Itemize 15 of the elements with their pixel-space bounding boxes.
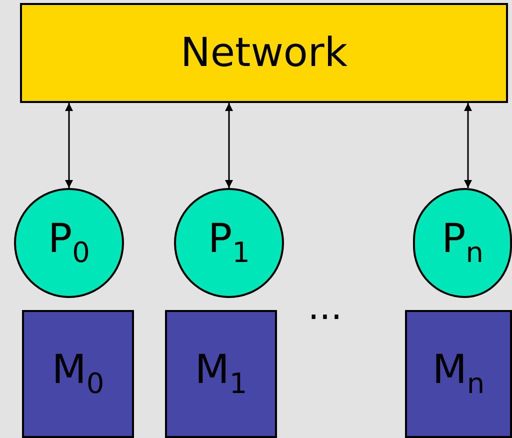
node-label: M$_{0}$ [52,350,104,398]
memory-box [22,310,134,438]
node-label: P$_{1}$ [208,219,250,267]
memory-box [165,310,277,438]
memory-box [405,310,512,438]
node-label: P$_{n}$ [442,219,484,267]
double-arrow [225,103,233,188]
ellipsis-label: ... [306,290,344,326]
double-arrow [464,103,472,188]
node-label: Network [180,33,348,73]
network-box [20,3,508,103]
node-label: M$_{1}$ [194,350,248,398]
double-arrow [65,103,73,188]
node-label: M$_{n}$ [432,350,485,398]
node-label: P$_{0}$ [48,219,90,267]
